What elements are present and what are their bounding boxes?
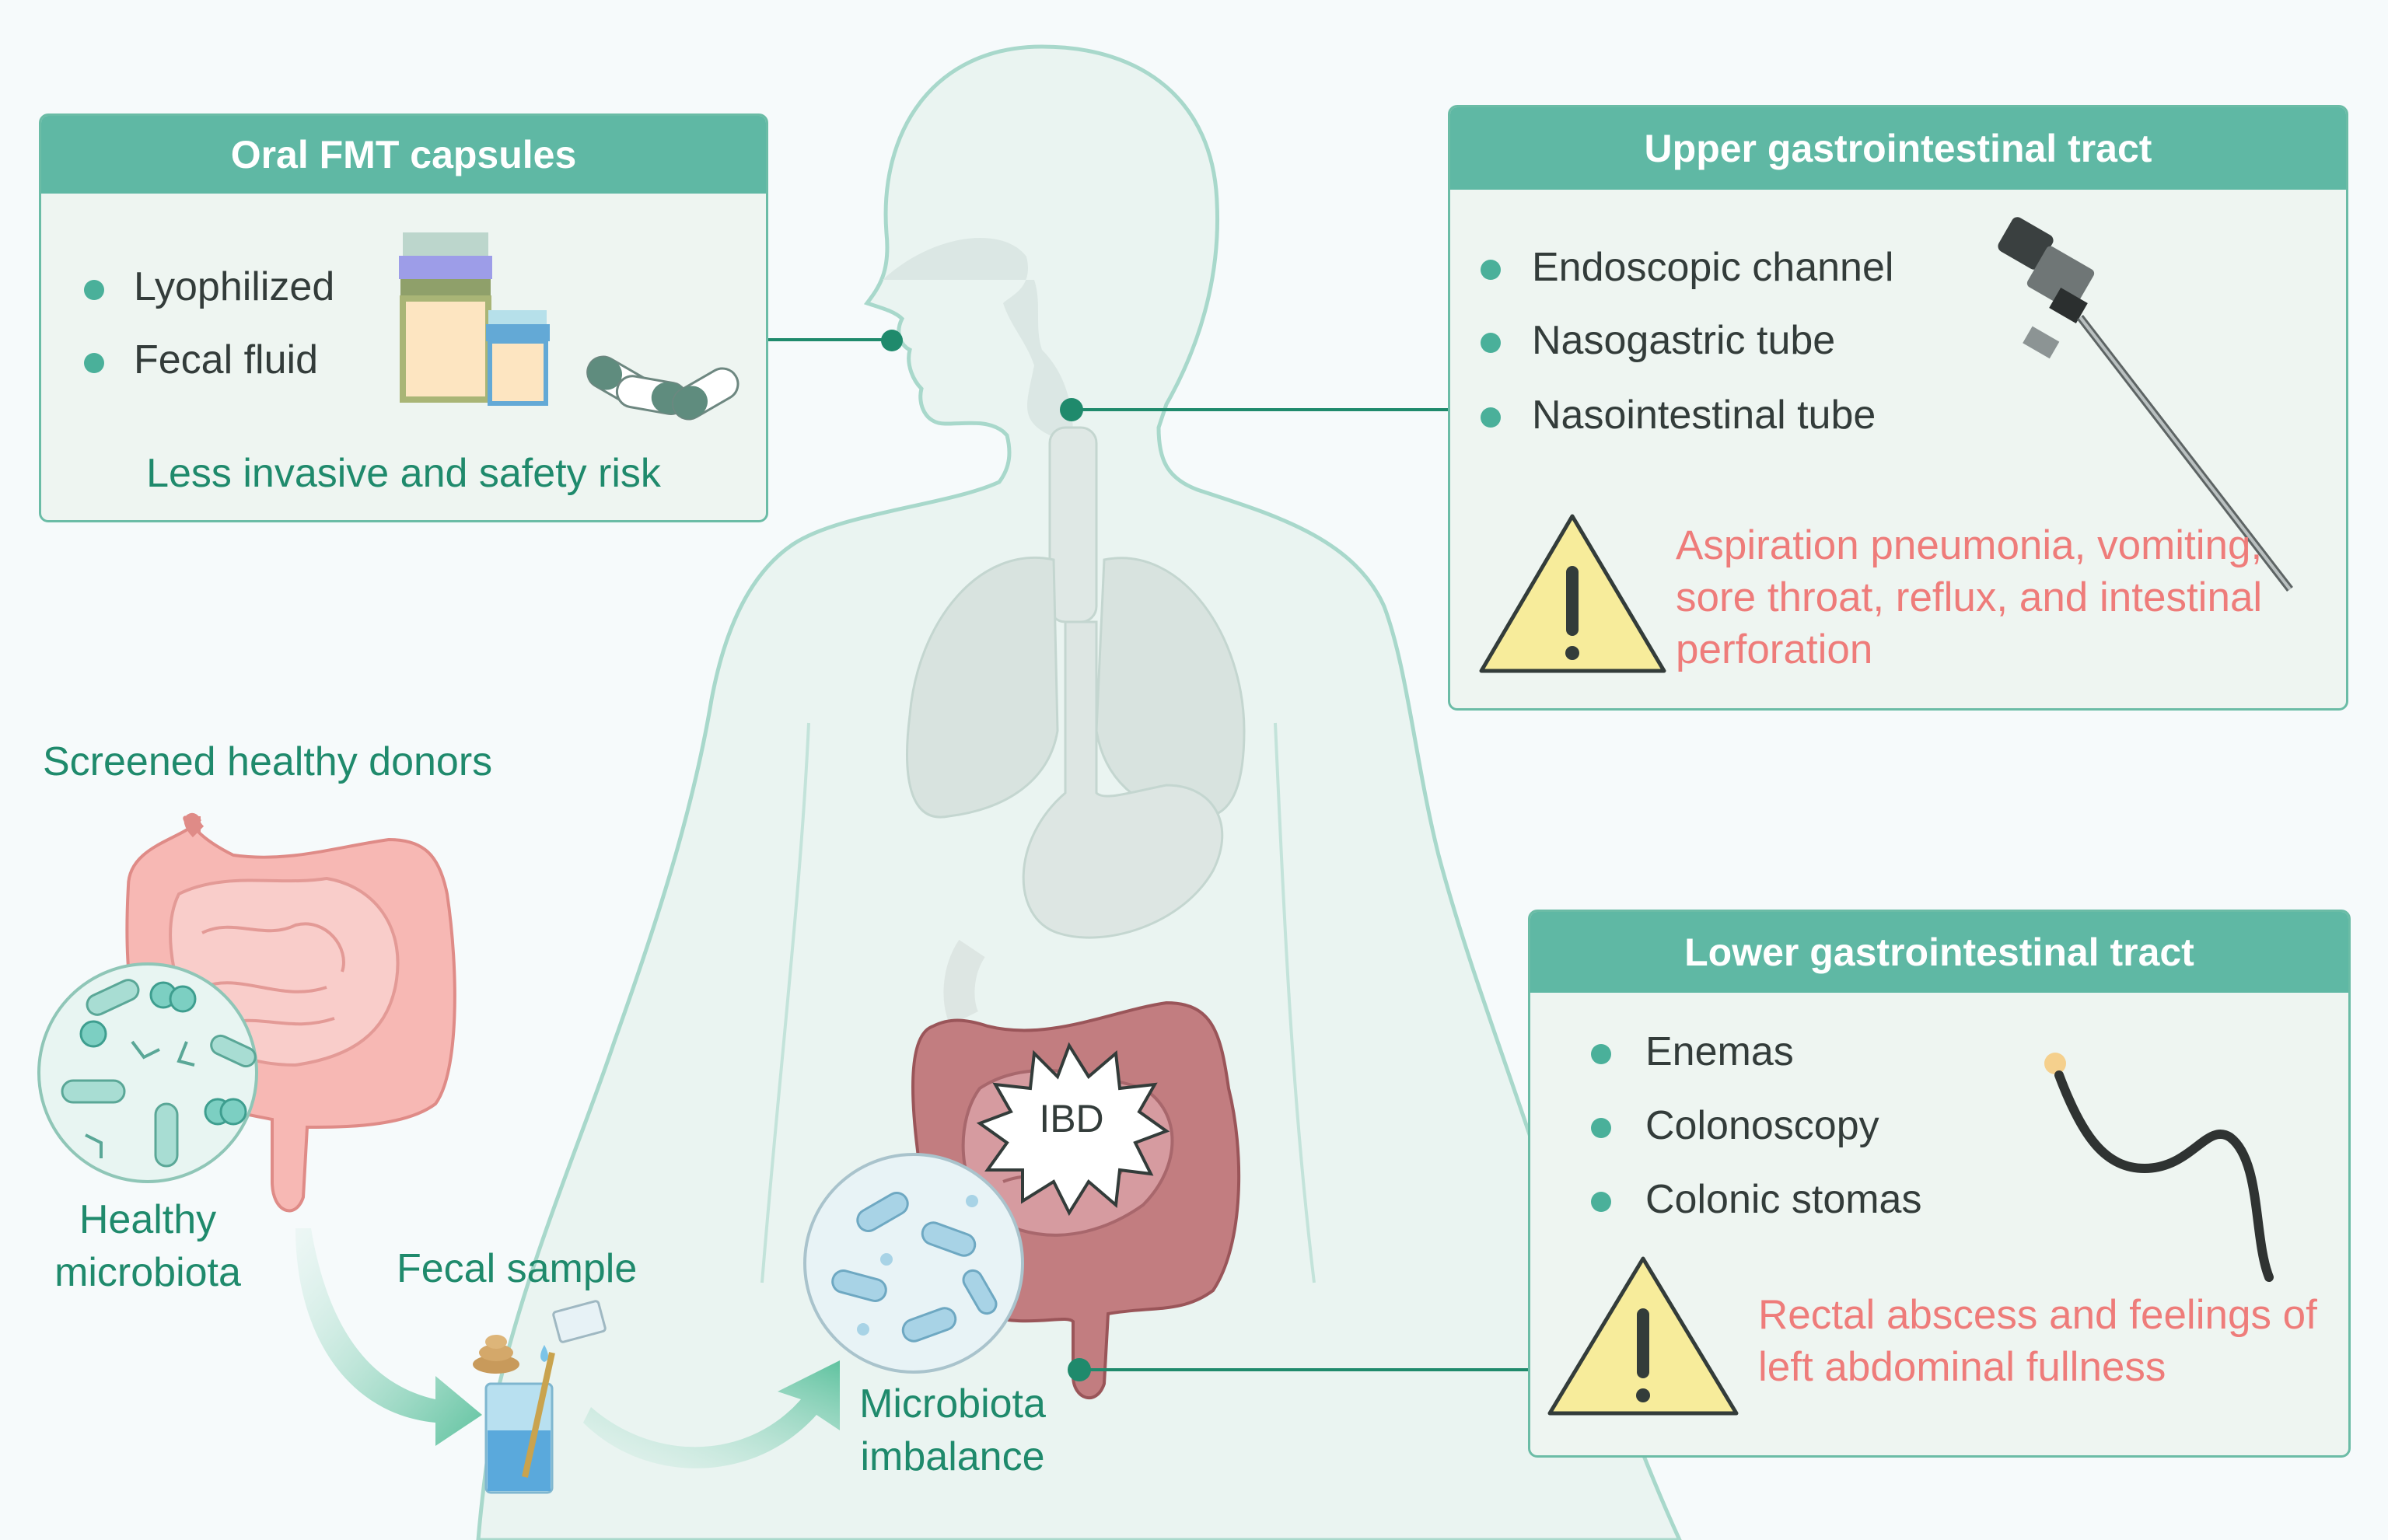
lower-gi-title: Lower gastrointestinal tract [1530, 912, 2348, 993]
arrow-to-sample [295, 1228, 482, 1446]
upper-risk-text: Aspiration pneumonia, vomiting, sore thr… [1676, 522, 2263, 672]
fecal-sample-label: Fecal sample [397, 1246, 638, 1291]
donors-label: Screened healthy donors [43, 739, 493, 784]
capsule-icon [586, 355, 739, 421]
lower-gi-box: Lower gastrointestinal tract Enemas Colo… [1528, 910, 2351, 1458]
capsule-bottle-icon [399, 232, 550, 406]
upper-item-nasogastric-tube: Nasogastric tube [1532, 318, 1836, 363]
oral-item-fecal-fluid: Fecal fluid [134, 337, 318, 382]
upper-item-nasointestinal-tube: Nasointestinal tube [1532, 393, 1876, 438]
upper-connector-dot [1060, 398, 1083, 421]
microbiota-imbalance-label: Microbiota imbalance [859, 1381, 1046, 1479]
sample-tube-icon [540, 1300, 607, 1362]
bullet-dot [1591, 1044, 1611, 1064]
bullet-dot [1481, 260, 1501, 280]
human-body-silhouette [476, 44, 1682, 1540]
colonoscope-icon [2044, 1053, 2274, 1282]
bullet-dot [84, 353, 104, 373]
warning-icon [1547, 1256, 1739, 1416]
bullet-dot [84, 280, 104, 300]
warning-icon [1479, 514, 1666, 673]
lower-item-colonoscopy: Colonoscopy [1645, 1103, 1879, 1148]
bullet-dot [1591, 1118, 1611, 1138]
oral-item-lyophilized: Lyophilized [134, 264, 335, 309]
bullet-dot [1481, 333, 1501, 353]
upper-item-endoscopic-channel: Endoscopic channel [1532, 245, 1894, 290]
endoscope-icon [1998, 217, 2293, 592]
lower-connector-dot [1068, 1358, 1091, 1381]
healthy-microbiota-label: Healthy microbiota [54, 1197, 241, 1295]
oral-fmt-box: Oral FMT capsules Lyophilized Fecal flui… [39, 113, 768, 522]
healthy-bacteria-circle [37, 962, 258, 1183]
upper-gi-title: Upper gastrointestinal tract [1450, 107, 2346, 190]
ibd-burst: IBD [976, 1042, 1170, 1217]
lower-risk-text: Rectal abscess and feelings of left abdo… [1758, 1292, 2317, 1390]
oral-connector-dot [881, 330, 903, 351]
oral-note: Less invasive and safety risk [146, 451, 661, 496]
bullet-dot [1481, 407, 1501, 428]
ibd-label: IBD [1039, 1097, 1103, 1140]
dysbiosis-bacteria-circle [803, 1153, 1024, 1374]
lower-item-enemas: Enemas [1645, 1029, 1794, 1074]
lower-item-colonic-stomas: Colonic stomas [1645, 1177, 1922, 1222]
arrow-to-patient [583, 1360, 840, 1468]
bullet-dot [1591, 1192, 1611, 1212]
feces-icon [473, 1335, 519, 1374]
oral-fmt-title: Oral FMT capsules [41, 116, 766, 194]
upper-gi-box: Upper gastrointestinal tract Endoscopic … [1448, 105, 2348, 711]
beaker-icon [484, 1352, 555, 1494]
